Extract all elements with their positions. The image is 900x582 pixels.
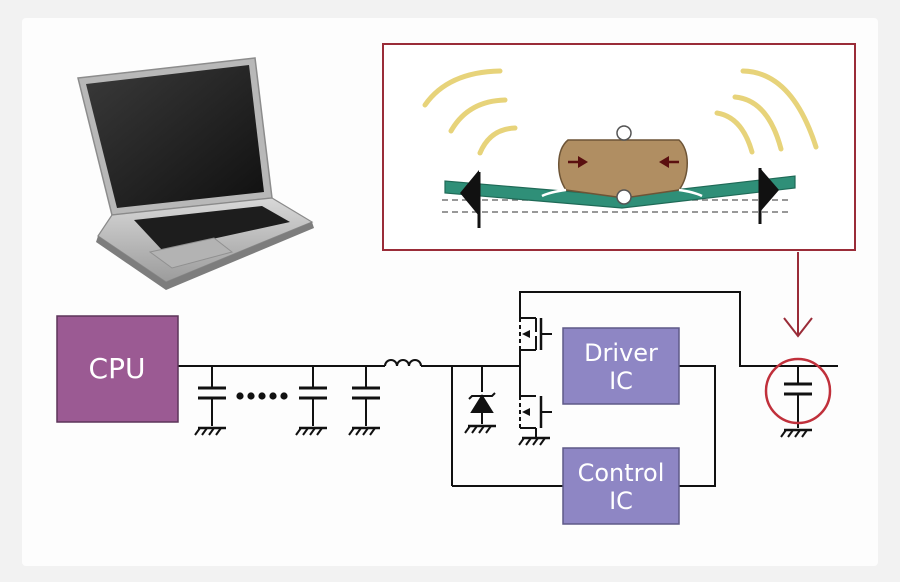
driver-ic-label-line2: IC — [609, 367, 633, 395]
control-ic-label-line1: Control — [578, 459, 665, 487]
cpu-label: CPU — [89, 352, 146, 385]
ground-icon — [295, 426, 327, 436]
capacitor-top-node — [616, 125, 632, 141]
laptop-icon — [77, 57, 314, 290]
vibration-arrow-icon-left — [568, 156, 588, 168]
capacitor-icon — [295, 366, 327, 436]
capacitor-icon — [348, 366, 380, 436]
solder-left — [541, 188, 567, 198]
output-capacitor-icon — [780, 366, 812, 438]
cpu-block: CPU — [56, 315, 179, 423]
vibration-arrow-icon-right — [659, 156, 679, 168]
ground-icon — [518, 436, 550, 446]
capacitor-ellipsis — [236, 392, 288, 400]
ground-icon — [464, 424, 496, 434]
output-rail — [519, 291, 838, 367]
solder-right — [678, 188, 703, 198]
zener-diode-icon — [464, 366, 496, 434]
inductor-icon — [384, 359, 422, 367]
driver-control-link — [679, 365, 716, 487]
support-left-icon — [460, 170, 479, 216]
sound-wave-icon-left — [422, 68, 518, 156]
high-side-mosfet-icon — [519, 317, 552, 366]
ellipsis-dot — [269, 392, 277, 400]
control-ic-block: Control IC — [562, 447, 680, 525]
driver-ic-block: Driver IC — [562, 327, 680, 405]
ellipsis-dot — [280, 392, 288, 400]
output-capacitor-highlight-circle — [764, 357, 832, 425]
sound-wave-icon-right — [714, 68, 819, 155]
decoupling-capacitor-bank — [194, 366, 380, 436]
ceramic-capacitor-body — [558, 139, 688, 199]
ellipsis-dot — [236, 392, 244, 400]
ground-icon — [780, 428, 812, 438]
vibration-callout — [382, 43, 856, 338]
support-right-icon — [760, 168, 779, 212]
capacitor-bottom-node — [616, 189, 632, 205]
circuit — [178, 291, 838, 487]
capacitor-icon — [194, 366, 226, 436]
ellipsis-dot — [247, 392, 255, 400]
control-ic-label-line2: IC — [609, 487, 633, 515]
ground-icon — [348, 426, 380, 436]
callout-pointer-arrowhead — [783, 317, 813, 338]
driver-ic-label-line1: Driver — [584, 339, 658, 367]
ellipsis-dot — [258, 392, 266, 400]
ground-icon — [194, 426, 226, 436]
low-side-mosfet-icon — [518, 366, 552, 446]
